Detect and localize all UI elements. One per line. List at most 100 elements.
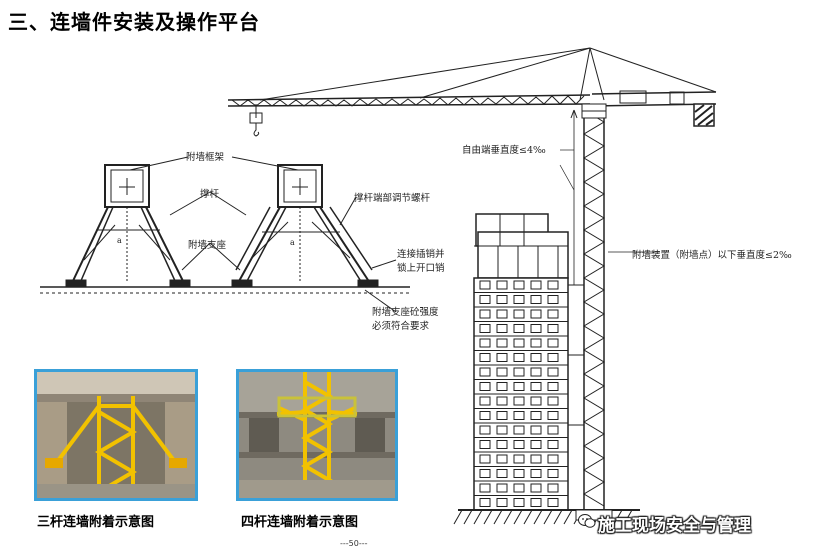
three-rod-photo [34, 369, 198, 501]
building-window [513, 425, 525, 435]
building-window [479, 425, 491, 435]
building-window [547, 498, 559, 507]
building-window [547, 454, 559, 464]
label-below-attach-verticality: 附墙装置（附墙点）以下垂直度≤2‰ [632, 250, 792, 261]
building-window [513, 353, 525, 362]
building-window [513, 498, 525, 507]
four-rod-photo [236, 369, 398, 501]
building-window [496, 280, 508, 290]
building-window [479, 324, 491, 333]
page-number: ---50--- [340, 539, 368, 548]
building-window [496, 382, 508, 391]
label-connect-pin-2: 锁上开口销 [397, 263, 445, 274]
building-window [496, 469, 508, 478]
building-window [530, 367, 542, 377]
building-window [547, 425, 559, 435]
building-window [479, 367, 491, 377]
building-window [547, 295, 559, 304]
building-window [530, 483, 542, 493]
building-window [530, 280, 542, 290]
building-window [496, 295, 508, 304]
building-window [496, 324, 508, 333]
three-rod-caption: 三杆连墙附着示意图 [37, 515, 155, 530]
label-strut: 撑杆 [200, 189, 220, 200]
building-window [513, 469, 525, 478]
building-window [530, 353, 542, 362]
building-window [479, 353, 491, 362]
building-window [530, 454, 542, 464]
watermark: 施工现场安全与管理 [598, 516, 751, 536]
dim-label-a-right: a [290, 238, 295, 247]
building-window [547, 324, 559, 333]
building-window [496, 483, 508, 493]
building-window [513, 280, 525, 290]
building-window [547, 382, 559, 391]
building-window [530, 440, 542, 449]
building-window [547, 338, 559, 348]
building-window [479, 280, 491, 290]
building-window [513, 367, 525, 377]
building-window [496, 353, 508, 362]
building-window [513, 483, 525, 493]
building-window [513, 324, 525, 333]
four-rod-caption: 四杆连墙附着示意图 [241, 515, 359, 530]
building-window [530, 498, 542, 507]
building-window [547, 367, 559, 377]
building-window [479, 411, 491, 420]
building-window [496, 440, 508, 449]
wall-frame-left [65, 164, 191, 287]
wall-frame-right [231, 164, 379, 287]
building-window [479, 498, 491, 507]
building-window [547, 353, 559, 362]
building-window [513, 382, 525, 391]
building-window [547, 483, 559, 493]
building-window [513, 454, 525, 464]
building-window [479, 454, 491, 464]
building-window [530, 324, 542, 333]
building-window [530, 382, 542, 391]
building-window [479, 483, 491, 493]
building-window [530, 396, 542, 406]
building-window [547, 411, 559, 420]
building-window [530, 411, 542, 420]
building-floors [474, 277, 568, 507]
building-window [513, 440, 525, 449]
building-window [496, 498, 508, 507]
building-window [479, 338, 491, 348]
label-strut-adjust-bolt: 撑杆端部调节螺杆 [354, 193, 431, 204]
building-window [479, 396, 491, 406]
label-support-strength-2: 必须符合要求 [372, 321, 430, 332]
building-window [479, 295, 491, 304]
label-connect-pin-1: 连接插销并 [397, 249, 445, 260]
building-window [530, 338, 542, 348]
wechat-icon [578, 514, 596, 528]
building-window [530, 425, 542, 435]
building-window [547, 280, 559, 290]
label-wall-frame: 附墙框架 [186, 152, 225, 163]
building-window [530, 295, 542, 304]
building-window [479, 469, 491, 478]
building-window [496, 454, 508, 464]
building-window [513, 396, 525, 406]
building-window [496, 309, 508, 319]
building-window [547, 469, 559, 478]
dim-label-a-left: a [117, 236, 122, 245]
page-title: 三、连墙件安装及操作平台 [8, 10, 260, 34]
building-window [513, 309, 525, 319]
label-free-end-verticality: 自由端垂直度≤4‰ [462, 145, 546, 156]
label-wall-support: 附墙支座 [188, 240, 227, 251]
building-window [479, 382, 491, 391]
building-window [547, 396, 559, 406]
ground-line [40, 286, 410, 294]
building-window [530, 309, 542, 319]
building-window [496, 367, 508, 377]
building-window [530, 469, 542, 478]
building-window [547, 440, 559, 449]
building-window [547, 309, 559, 319]
building-window [496, 396, 508, 406]
building-window [496, 411, 508, 420]
label-support-strength-1: 附墙支座砼强度 [372, 307, 439, 318]
building-window [513, 338, 525, 348]
building-window [496, 425, 508, 435]
